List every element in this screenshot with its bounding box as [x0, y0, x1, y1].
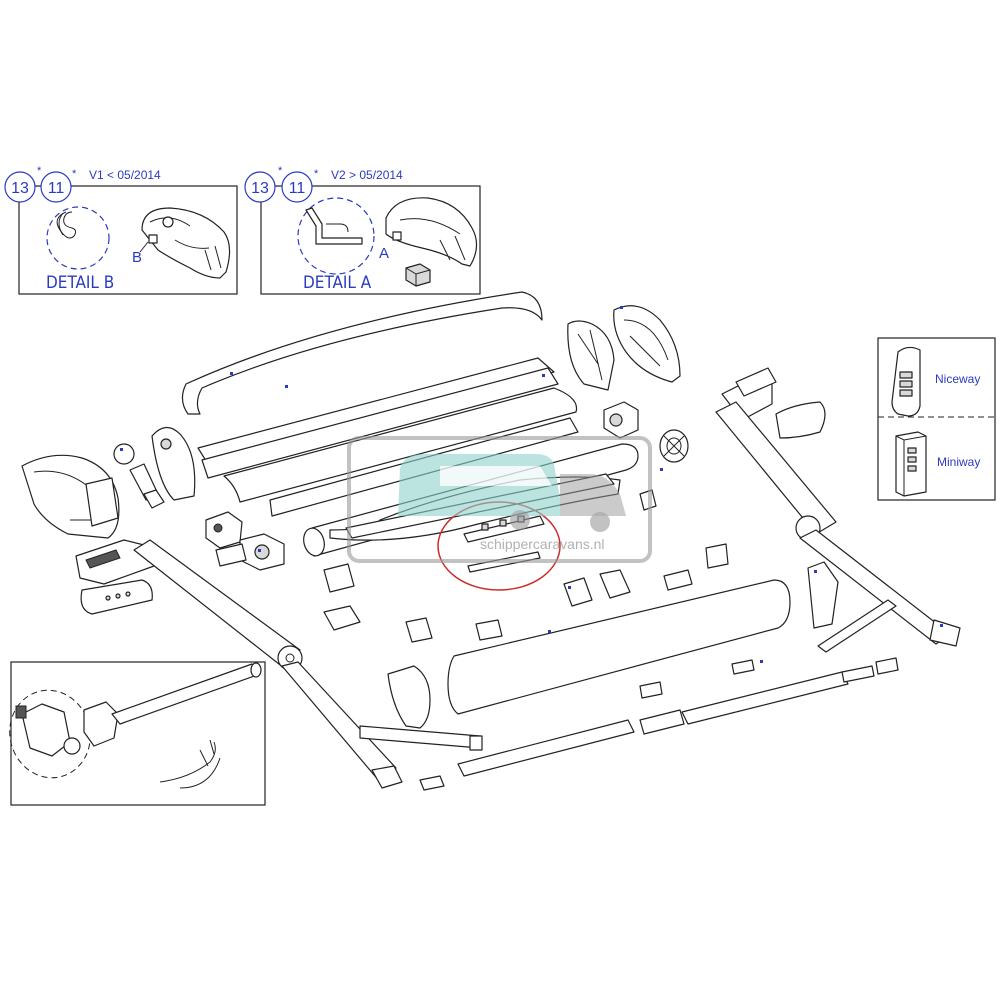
detail-a-letter: A — [379, 245, 389, 262]
right-endcap-inner — [567, 320, 615, 391]
small-clip-2 — [323, 605, 361, 631]
small-clip-6 — [599, 569, 631, 599]
left-arm — [133, 539, 483, 789]
blue-tick-marks — [120, 306, 943, 663]
left-arm-lower — [281, 661, 397, 783]
detail-a-title: DETAIL A — [303, 273, 372, 293]
detail-box-v1: 13 11 * * V1 < 05/2014 DETAIL B B — [4, 165, 238, 295]
right-endcap-lower — [807, 561, 839, 629]
remote-controls-box: Niceway Miniway — [877, 337, 996, 501]
miniway-remote — [895, 431, 927, 497]
detail-a-profile — [305, 207, 363, 245]
small-clip-1 — [323, 563, 355, 593]
front-lead-bar — [447, 579, 791, 715]
small-clip-5 — [563, 577, 593, 607]
rail-connector — [639, 709, 685, 735]
callout-11-v2 — [281, 171, 313, 203]
asterisk-v1b: * — [72, 168, 77, 180]
watermark: schippercaravans.nl — [347, 436, 652, 563]
motor-endcap — [21, 703, 71, 757]
miniway-label: Miniway — [937, 455, 980, 469]
left-bracket — [205, 511, 243, 549]
detail-a-circle — [297, 197, 375, 275]
lead-bar-profile — [223, 387, 578, 503]
endcap-v2 — [385, 197, 478, 267]
right-endcaps — [567, 305, 689, 511]
lower-rail-left — [457, 719, 635, 777]
right-arm-upper — [715, 401, 837, 535]
motor-tube — [111, 663, 261, 725]
motor-cable — [159, 739, 221, 789]
callout-11-v1 — [40, 171, 72, 203]
variant-v2-label: V2 > 05/2014 — [331, 168, 403, 182]
detail-b-circle — [46, 206, 110, 270]
lead-bar-endcap — [387, 665, 431, 729]
niceway-label: Niceway — [935, 372, 980, 386]
left-support-leg — [359, 725, 481, 749]
right-support-leg — [817, 599, 897, 653]
callout-11-v2-text: 11 — [289, 180, 306, 197]
variant-v1-label: V1 < 05/2014 — [89, 168, 161, 182]
rail-end-clip-left — [419, 775, 445, 791]
front-cover-profile — [181, 291, 543, 415]
left-gear — [113, 443, 135, 465]
motor-head — [83, 701, 119, 747]
small-clip-3 — [405, 617, 433, 643]
callout-13-v2-text: 13 — [251, 180, 269, 197]
lower-rail-right — [681, 671, 849, 725]
left-plate — [85, 477, 119, 527]
top-rail-2 — [201, 367, 559, 479]
watermark-camper — [560, 474, 626, 516]
asterisk-v2a: * — [278, 165, 283, 177]
right-endcap-outer — [613, 305, 681, 383]
motor-detail-box — [9, 661, 266, 806]
detail-b-hook — [56, 211, 77, 239]
small-clip-4 — [475, 619, 503, 641]
asterisk-v1a: * — [37, 165, 42, 177]
small-parts — [323, 543, 729, 643]
rail-end-clip-right — [875, 657, 899, 675]
callout-13-v2 — [244, 171, 276, 203]
left-arm-upper — [133, 539, 301, 669]
left-arm-foot — [371, 765, 403, 789]
small-block-part — [405, 263, 431, 287]
lead-bar-assembly — [387, 579, 899, 791]
left-endcap — [151, 426, 196, 501]
small-clip-8 — [705, 543, 729, 569]
watermark-text: schippercaravans.nl — [480, 536, 605, 552]
callout-13-v1 — [4, 171, 36, 203]
right-motor-cover — [775, 401, 826, 439]
right-arm — [715, 367, 961, 653]
asterisk-v2b: * — [314, 168, 319, 180]
right-arm-foot — [929, 619, 961, 647]
small-clip-7 — [663, 569, 693, 591]
detail-box-v2: 13 11 * * V2 > 05/2014 DETAIL A A — [244, 165, 481, 295]
detail-b-letter: B — [132, 249, 142, 266]
callout-11-v1-text: 11 — [48, 180, 65, 197]
callout-13-v1-text: 13 — [11, 180, 29, 197]
detail-b-title: DETAIL B — [46, 273, 114, 293]
